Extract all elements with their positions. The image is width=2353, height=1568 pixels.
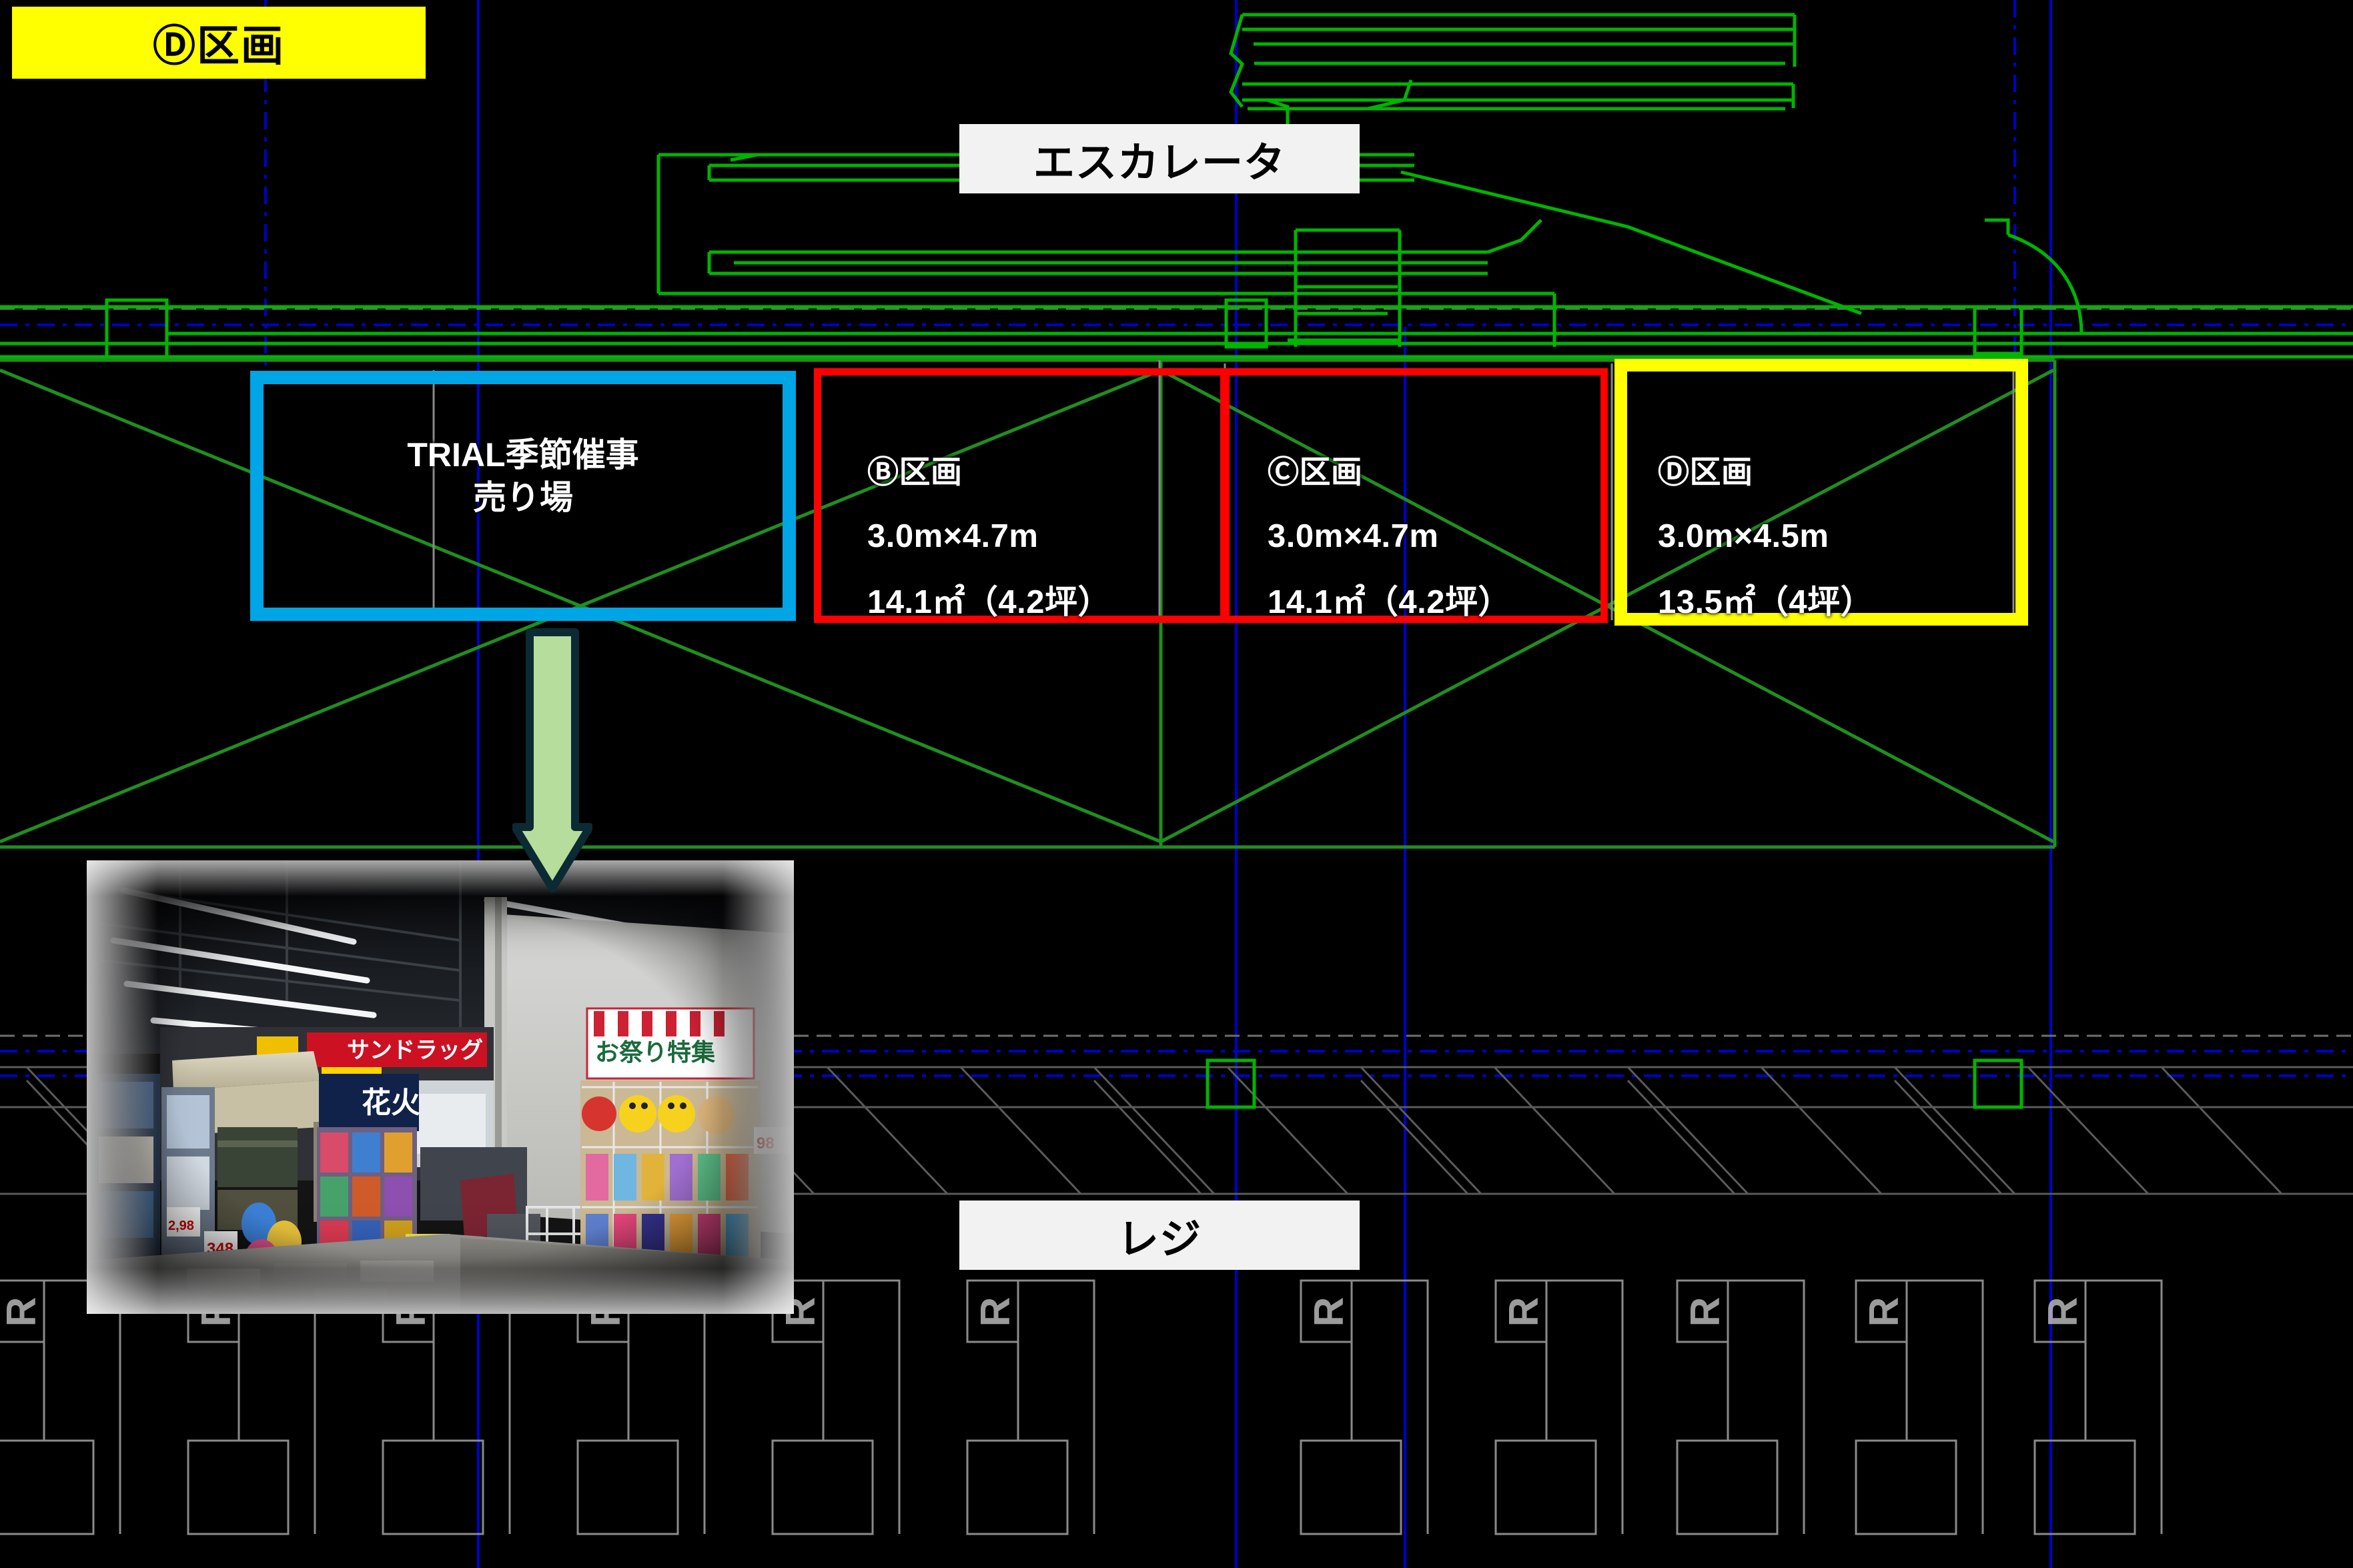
region-b-name: Ⓑ区画 <box>867 454 963 490</box>
down-arrow-to-photo <box>512 628 592 892</box>
photo-edge-fade <box>87 860 794 1314</box>
register-lane-label: R <box>972 1297 1019 1327</box>
callout-register: レジ <box>959 1201 1360 1270</box>
callout-escalator: エスカレータ <box>959 124 1360 193</box>
region-c-dimensions: 3.0m×4.7m <box>1268 518 1439 555</box>
region-trial-seasonal-label: TRIAL季節催事 売り場 <box>407 436 639 516</box>
region-b-dimensions: 3.0m×4.7m <box>867 518 1039 555</box>
region-d-dimensions: 3.0m×4.5m <box>1658 518 1829 555</box>
region-c-box[interactable] <box>1222 368 1608 623</box>
region-c-area: 14.1㎡（4.2坪） <box>1268 584 1511 621</box>
register-lane-label: R <box>0 1297 45 1327</box>
region-c-name: Ⓒ区画 <box>1268 454 1363 490</box>
region-b-label: Ⓑ区画 3.0m×4.7m 14.1㎡（4.2坪） <box>867 427 1111 649</box>
region-trial-seasonal-box[interactable] <box>250 371 796 621</box>
store-photo: サンドラッグ 花火 <box>87 860 794 1314</box>
register-lane-label: R <box>2039 1297 2086 1327</box>
region-d-name: Ⓓ区画 <box>1658 454 1753 490</box>
region-c-label: Ⓒ区画 3.0m×4.7m 14.1㎡（4.2坪） <box>1268 427 1511 649</box>
badge-region-d: Ⓓ区画 <box>12 7 426 79</box>
region-b-area: 14.1㎡（4.2坪） <box>867 584 1111 621</box>
register-lane-label: R <box>1682 1297 1729 1327</box>
register-lane-label: R <box>1306 1297 1352 1327</box>
register-lane-label: R <box>1861 1297 1907 1327</box>
register-lane-label: R <box>1500 1297 1547 1327</box>
region-d-label: Ⓓ区画 3.0m×4.5m 13.5㎡（4坪） <box>1658 427 1873 649</box>
region-d-area: 13.5㎡（4坪） <box>1658 584 1874 621</box>
region-d-box[interactable] <box>1614 359 2028 626</box>
